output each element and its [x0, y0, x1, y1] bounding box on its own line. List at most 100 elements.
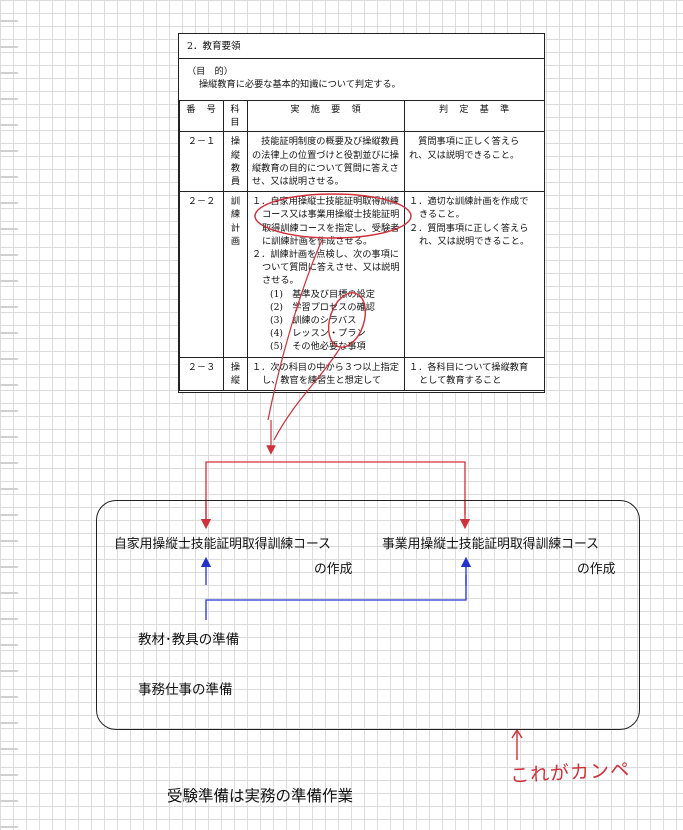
row-subject-cell: 操縦 — [223, 356, 248, 392]
row-procedure-cell: １．自家用操縦士技能証明取得訓練コース又は事業用操縦士技能証明取得訓練コースを指… — [247, 191, 405, 358]
criteria-line: れ、又は説明できること。 — [419, 235, 530, 247]
procedure-line: コース又は事業用操縦士技能証明 — [262, 209, 400, 221]
highlight-syllabus-oval — [327, 292, 367, 348]
course-commercial-label: 事業用操縦士技能証明取得訓練コース — [382, 537, 599, 552]
binder-ring-mark — [0, 642, 20, 648]
procedure-line: し、教官を練習生と想定して — [262, 374, 382, 386]
binder-ring-mark — [0, 720, 20, 726]
procedure-line: ２．訓練計画を点検し、次の事項に — [252, 249, 399, 261]
binder-ring-mark — [0, 486, 20, 492]
row-procedure-cell: １．次の科目の中から３つ以上指定し、教官を練習生と想定して — [247, 356, 405, 392]
course-private-suffix: の作成 — [314, 562, 353, 577]
procedure-line: (3) 訓練のシラバス — [270, 315, 357, 327]
purpose-heading: （目 的） — [187, 66, 233, 77]
binder-ring-mark — [0, 304, 20, 310]
row-subject: 操縦 — [230, 361, 241, 386]
binder-ring-mark — [0, 434, 20, 440]
purpose-text: 操縦教育に必要な基本的知識について判定する。 — [199, 79, 401, 90]
prep-office-label: 事務仕事の準備 — [138, 682, 233, 698]
procedure-line: 技能証明制度の概要及び操縦教員 — [252, 136, 399, 148]
binder-ring-mark — [0, 122, 20, 128]
red-connector-curve-2 — [273, 347, 341, 441]
criteria-line: 質問事項に正しく答えら — [409, 136, 520, 148]
binder-ring-mark — [0, 226, 20, 232]
procedure-line: １．自家用操縦士技能証明取得訓練 — [252, 196, 399, 208]
row-subject-cell: 訓練計画 — [223, 191, 248, 358]
procedure-line: １．次の科目の中から３つ以上指定 — [252, 361, 399, 373]
row-criteria-cell: １．各科目について操縦教育として教育すること — [404, 356, 544, 392]
column-header-procedure: 実 施 要 領 — [247, 99, 405, 133]
blue-bracket — [205, 575, 467, 620]
row-number: ２－３ — [179, 356, 224, 392]
procedure-line: (4) レッスン・プラン — [270, 328, 366, 340]
red-bracket — [205, 461, 466, 520]
criteria-line: １．適切な訓練計画を作成で — [409, 196, 529, 208]
procedure-line: ついて質問に答えさせ、又は説明 — [262, 262, 400, 274]
row-number: ２－１ — [179, 131, 224, 193]
binder-ring-mark — [0, 694, 20, 700]
column-header-number: 番 号 — [179, 99, 224, 133]
procedure-line: の法律上の位置づけと役割並びに操 — [252, 149, 399, 161]
procedure-line: せ、又は説明させる。 — [252, 176, 344, 188]
footer-summary: 受験準備は実務の準備作業 — [167, 787, 354, 805]
heading-divider — [179, 58, 544, 59]
row-number: ２－２ — [179, 191, 224, 358]
binder-ring-mark — [0, 356, 20, 362]
procedure-line: (1) 基準及び目標の設定 — [270, 288, 375, 300]
procedure-line: (2) 学習プロセスの確認 — [270, 301, 375, 313]
binder-ring-mark — [0, 18, 20, 24]
binder-ring-mark — [0, 772, 20, 778]
criteria-line: １．各科目について操縦教育 — [409, 361, 529, 373]
binder-ring-mark — [0, 382, 20, 388]
procedure-line: させる。 — [262, 275, 299, 287]
binder-ring-mark — [0, 564, 20, 570]
binder-ring-mark — [0, 408, 20, 414]
binder-ring-mark — [0, 200, 20, 206]
criteria-line: れ、又は説明できること。 — [409, 149, 520, 161]
binder-ring-mark — [0, 798, 20, 804]
course-private-label: 自家用操縦士技能証明取得訓練コース — [114, 537, 331, 552]
procedure-line: 縦教育の目的について質問に答えさ — [252, 162, 399, 174]
table-header-row: 番 号 科目 実 施 要 領 判 定 基 準 — [179, 99, 544, 133]
row-subject: 操縦教員 — [230, 136, 241, 188]
table-row: ２－２ 訓練計画 １．自家用操縦士技能証明取得訓練コース又は事業用操縦士技能証明取得… — [179, 191, 544, 358]
document-heading: 2．教育要領 — [187, 41, 241, 52]
red-connector-curve-1 — [267, 239, 323, 421]
highlight-course-circle — [254, 193, 412, 239]
binder-ring-mark — [0, 668, 20, 674]
binder-ring-mark — [0, 590, 20, 596]
criteria-line: きること。 — [419, 209, 465, 221]
row-procedure-cell: 技能証明制度の概要及び操縦教員の法律上の位置づけと役割並びに操縦教育の目的につい… — [247, 131, 405, 193]
procedure-line: に訓練計画を作成させる。 — [262, 235, 373, 247]
binder-ring-mark — [0, 616, 20, 622]
scanned-document: 2．教育要領 （目 的） 操縦教育に必要な基本的知識について判定する。 番 号 … — [178, 33, 545, 393]
prep-materials-label: 教材･教具の準備 — [138, 632, 240, 648]
binder-ring-mark — [0, 746, 20, 752]
criteria-line: ２．質問事項に正しく答えら — [409, 222, 529, 234]
binder-ring-mark — [0, 512, 20, 518]
handwritten-up-arrow — [511, 728, 523, 760]
procedure-line: (5) その他必要な事項 — [270, 341, 366, 353]
binder-ring-mark — [0, 174, 20, 180]
binder-rings — [0, 0, 22, 828]
row-criteria-cell: １．適切な訓練計画を作成できること。２．質問事項に正しく答えられ、又は説明できる… — [404, 191, 544, 358]
criteria-line: として教育すること — [419, 374, 502, 386]
summary-box — [96, 500, 640, 730]
requirements-table: 番 号 科目 実 施 要 領 判 定 基 準 ２－１ 操縦教員 技能証明制度の概要… — [179, 99, 544, 392]
binder-ring-mark — [0, 330, 20, 336]
binder-ring-mark — [0, 460, 20, 466]
binder-ring-mark — [0, 538, 20, 544]
procedure-line: 取得訓練コースを指定し、受験者 — [262, 222, 400, 234]
binder-ring-mark — [0, 96, 20, 102]
binder-ring-mark — [0, 252, 20, 258]
course-commercial-suffix: の作成 — [577, 562, 616, 577]
binder-ring-mark — [0, 44, 20, 50]
column-header-criteria: 判 定 基 準 — [404, 99, 544, 133]
binder-ring-mark — [0, 278, 20, 284]
table-row: ２－１ 操縦教員 技能証明制度の概要及び操縦教員の法律上の位置づけと役割並びに操縦… — [179, 131, 544, 193]
binder-ring-mark — [0, 148, 20, 154]
row-subject: 訓練計画 — [230, 196, 241, 247]
binder-ring-mark — [0, 70, 20, 76]
